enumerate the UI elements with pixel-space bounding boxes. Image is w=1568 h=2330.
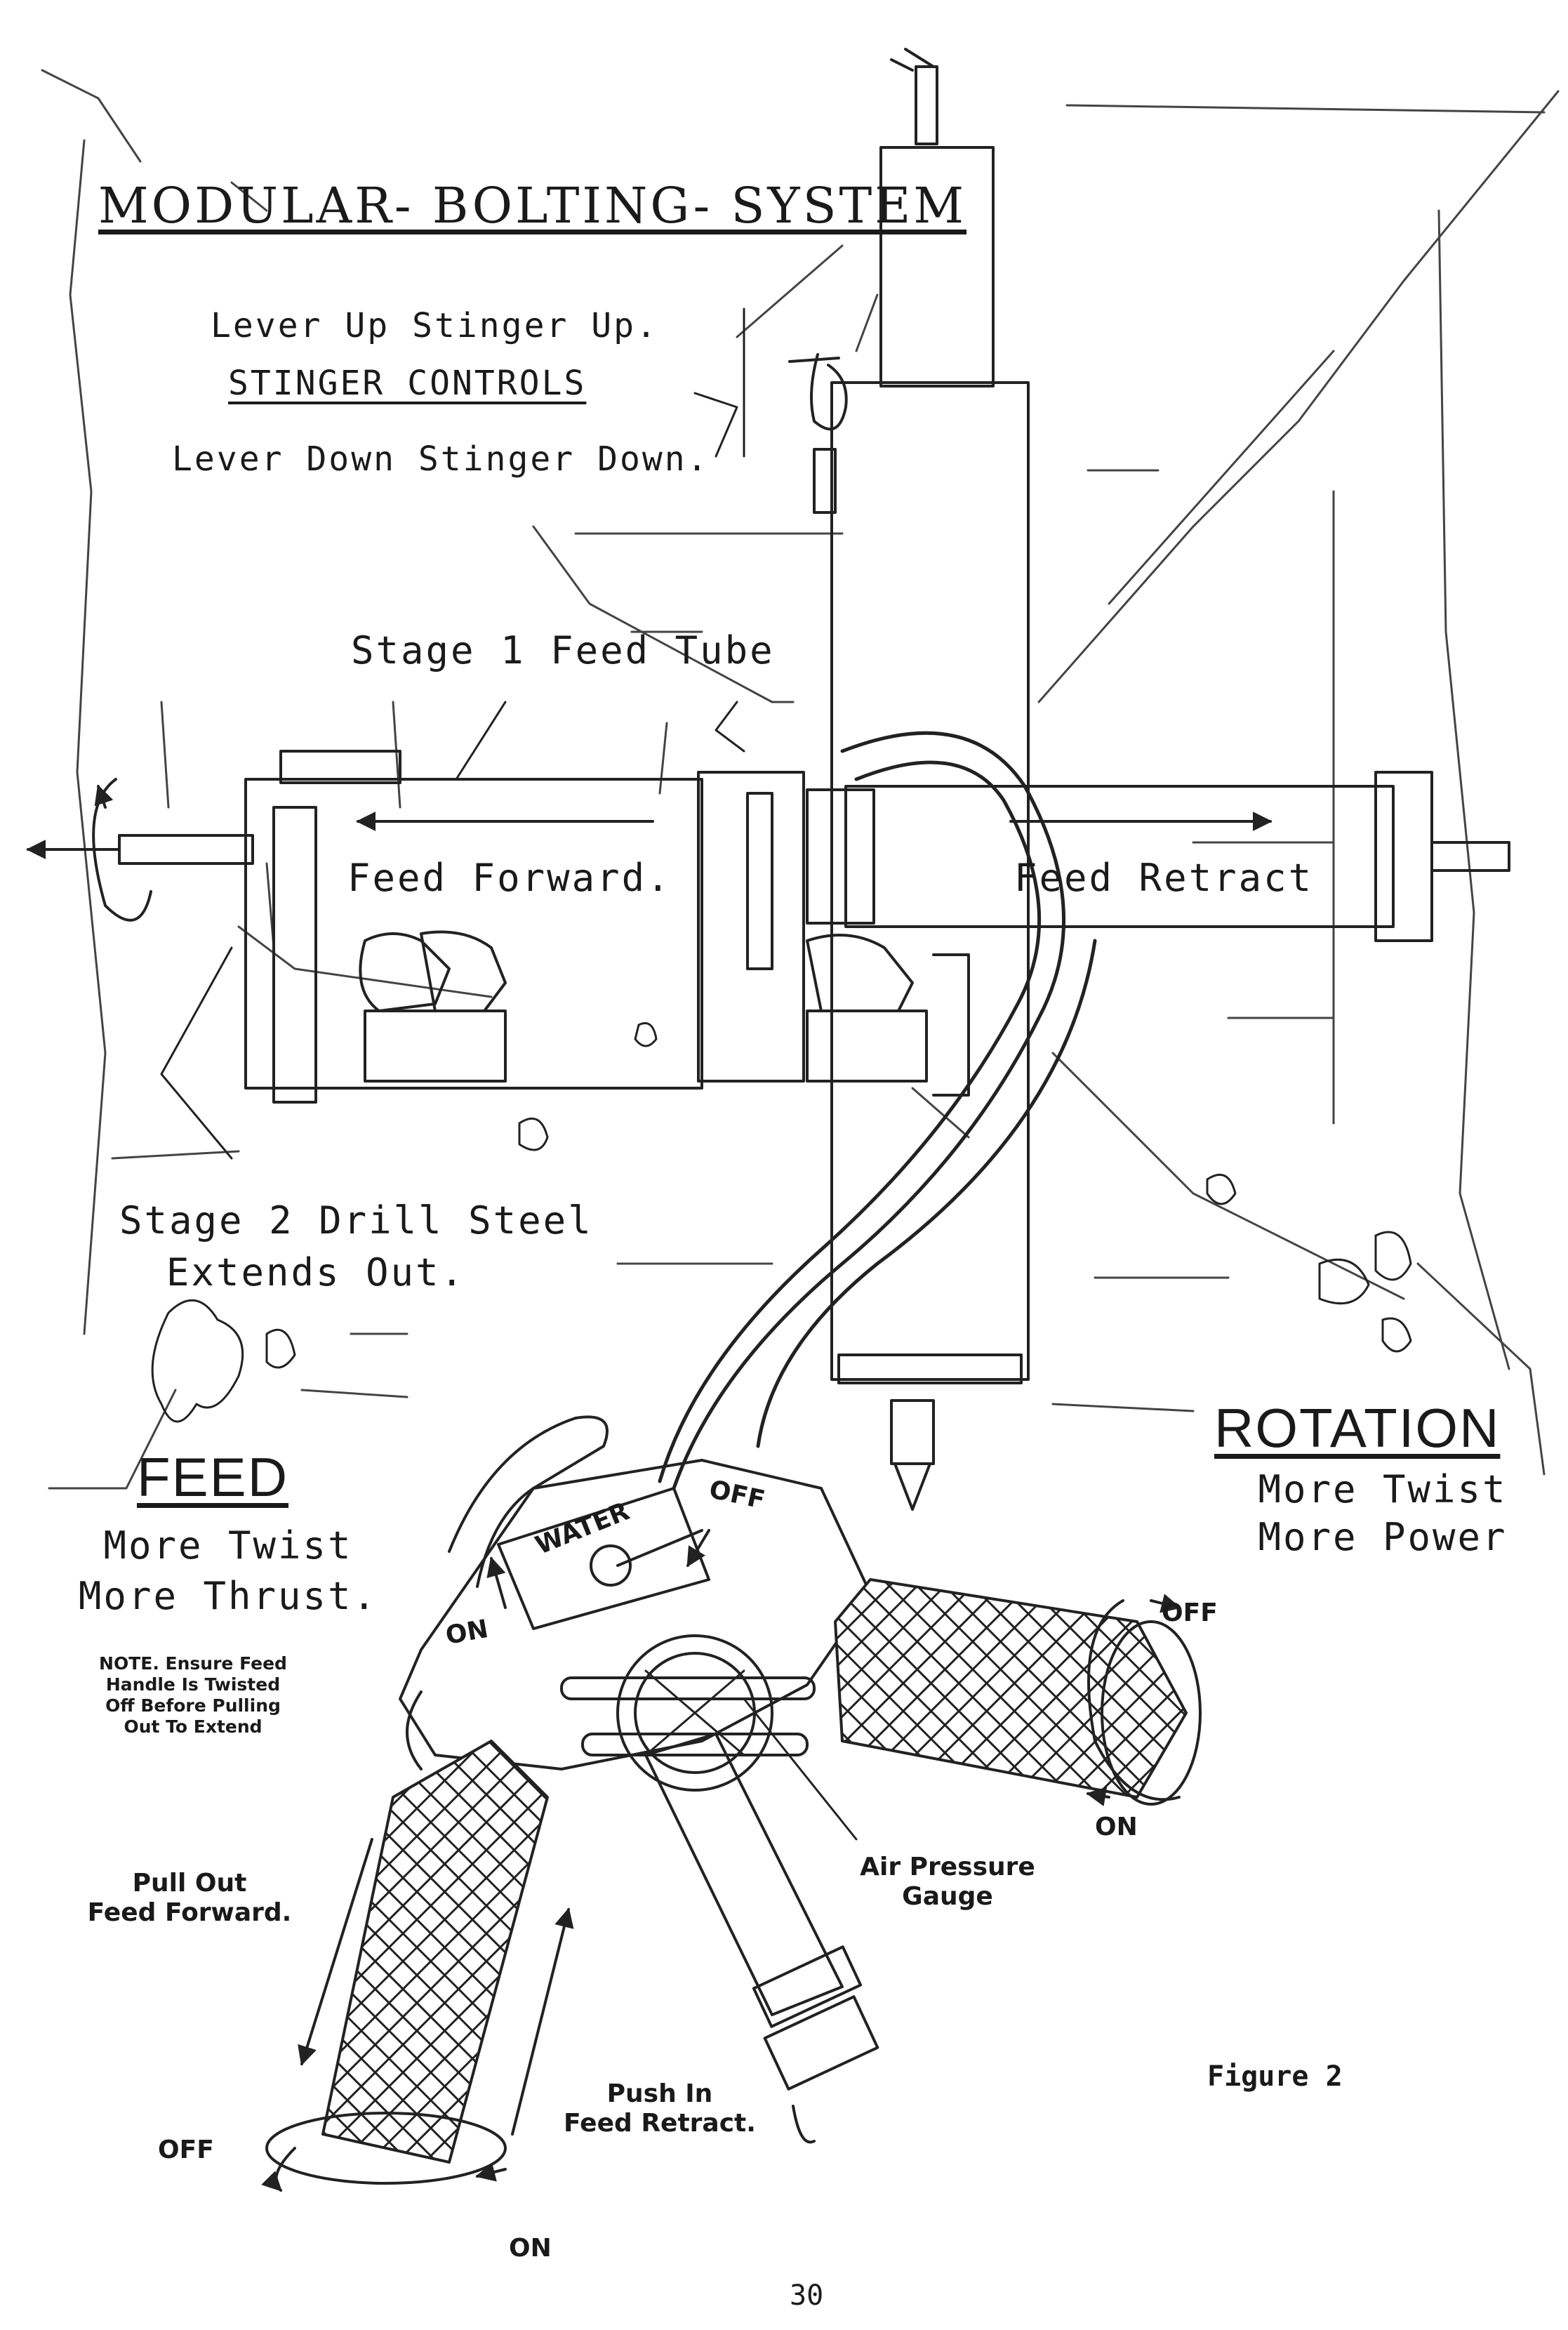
gauge-line2: Gauge: [902, 1882, 993, 1911]
pull-out-label: Pull Out Feed Forward.: [42, 1871, 337, 1926]
diagram-title: MODULAR- BOLTING- SYSTEM: [98, 177, 967, 234]
air-coupling: [644, 1697, 879, 2144]
feed-note-line4: Out To Extend: [124, 1716, 263, 1737]
pull-out-line2: Feed Forward.: [87, 1898, 292, 1927]
feed-line2: More Thrust.: [78, 1574, 378, 1618]
feed-forward-label: Feed Forward.: [347, 856, 672, 900]
rotation-line2: More Power: [1258, 1515, 1508, 1559]
feed-note: NOTE. Ensure Feed Handle Is Twisted Off …: [63, 1653, 323, 1737]
control-head: [399, 1415, 872, 1792]
push-in-line1: Push In: [606, 2079, 713, 2108]
figure-caption: Figure 2: [1207, 2060, 1343, 2093]
air-pressure-gauge-label: Air Pressure Gauge: [828, 1855, 1067, 1909]
feed-note-line3: Off Before Pulling: [105, 1695, 281, 1716]
water-on-label: ON: [443, 1615, 491, 1650]
feed-tube: [26, 750, 1510, 1104]
feed-line1: More Twist: [103, 1523, 353, 1568]
rotation-description: More Twist More Power: [1207, 1471, 1558, 1556]
page-number: 30: [790, 2279, 824, 2312]
stinger-cylinder: [788, 48, 1030, 1511]
feed-description: More Twist More Thrust.: [56, 1527, 400, 1615]
stinger-controls-heading: STINGER CONTROLS: [228, 364, 587, 403]
feed-handle: [261, 1740, 574, 2192]
leader-lines: [160, 307, 745, 1160]
stinger-lever-down-label: Lever Down Stinger Down.: [172, 439, 710, 479]
rock-blobs: [151, 1022, 1412, 1423]
stage1-feed-tube-label: Stage 1 Feed Tube: [351, 628, 775, 673]
feed-heading: FEED: [137, 1446, 289, 1508]
rock-sketch-lines: [41, 69, 1560, 1490]
pull-out-line1: Pull Out: [132, 1869, 247, 1898]
rotation-handle: [834, 1578, 1202, 1806]
feed-handle-on-label: ON: [509, 2234, 552, 2263]
push-in-label: Push In Feed Retract.: [533, 2081, 786, 2136]
feed-note-line2: Handle Is Twisted: [105, 1674, 281, 1695]
stage2-drill-steel-label: Stage 2 Drill Steel Extends Out.: [119, 1198, 593, 1295]
stinger-lever-up-label: Lever Up Stinger Up.: [211, 306, 658, 345]
rotation-heading: ROTATION: [1214, 1397, 1501, 1459]
stage2-line1: Stage 2 Drill Steel: [119, 1198, 593, 1243]
rotation-line1: More Twist: [1258, 1467, 1508, 1511]
feed-retract-label: Feed Retract: [1014, 856, 1314, 900]
rotation-on-label: ON: [1095, 1813, 1138, 1841]
stage2-line2: Extends Out.: [166, 1250, 466, 1295]
air-hose: [658, 731, 1097, 1490]
rotation-off-label: OFF: [1162, 1598, 1218, 1627]
feed-note-line1: NOTE. Ensure Feed: [99, 1653, 287, 1674]
gauge-line1: Air Pressure: [860, 1853, 1035, 1881]
feed-handle-off-label: OFF: [158, 2136, 214, 2164]
push-in-line2: Feed Retract.: [564, 2109, 756, 2138]
